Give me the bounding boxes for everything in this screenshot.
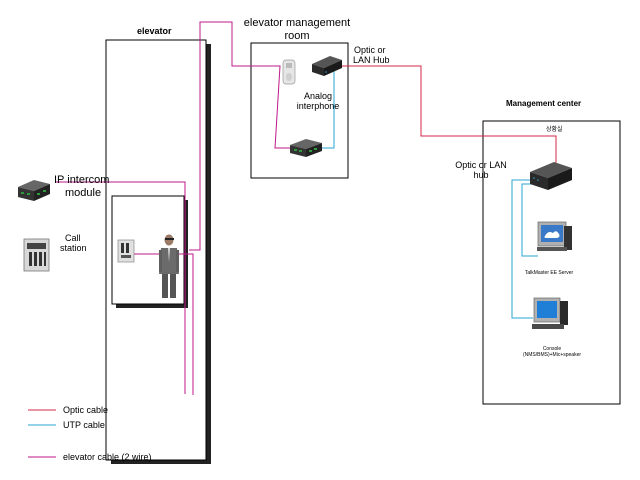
legend-elevator-cable-label: elevator cable (2 wire)	[63, 452, 152, 462]
elevator-title: elevator	[137, 26, 172, 36]
console-label-line2: (NMS/BMS)+Mic+speaker	[522, 351, 582, 358]
room-hub-label-line2: LAN Hub	[353, 55, 390, 66]
ip-intercom-label-line2: module	[65, 186, 102, 199]
management-room-title: elevator management room	[240, 17, 354, 42]
console-label-line1: Console	[542, 346, 562, 352]
center-hub-label: Optic or LAN hub	[450, 160, 512, 181]
management-center-tag: 상황실	[546, 127, 563, 133]
call-station-label-line2: station	[60, 243, 87, 254]
management-room-title-line2: room	[284, 29, 310, 42]
analog-interphone-icon	[282, 59, 296, 85]
management-room-title-line1: elevator management	[243, 17, 351, 29]
center-hub-icon	[530, 162, 572, 190]
analog-interphone-label: Analog interphone	[290, 91, 346, 112]
person-icon	[159, 234, 179, 298]
legend-optic-label: Optic cable	[63, 405, 109, 415]
call-station-label-line1: Call	[65, 233, 81, 243]
room-hub-label: Optic or LAN Hub	[353, 45, 390, 66]
legend-utp-label: UTP cable	[63, 420, 105, 430]
optic-cable	[337, 65, 557, 168]
management-center-title: Management center	[506, 99, 582, 108]
ip-intercom-module-icon	[18, 180, 50, 201]
analog-interphone-label-line2: interphone	[296, 101, 340, 112]
server-label: TalkMaster EE Server	[524, 270, 574, 276]
room-hub-label-line1: Optic or	[354, 45, 386, 55]
center-hub-label-line1: Optic or LAN	[455, 160, 507, 170]
ip-intercom-label: IP intercom module	[54, 174, 109, 199]
center-hub-label-line2: hub	[473, 170, 489, 181]
call-station-label: Call station	[60, 233, 87, 254]
car-call-station-icon	[117, 239, 135, 263]
ip-intercom-label-line1: IP intercom	[54, 174, 110, 186]
room-intercom-module-icon	[290, 139, 322, 157]
analog-interphone-label-line1: Analog	[303, 91, 333, 101]
call-station-icon	[23, 238, 50, 272]
server-computer-icon	[537, 221, 572, 251]
elevator-cable	[55, 21, 290, 395]
console-computer-icon	[532, 297, 568, 329]
room-hub-icon	[312, 56, 342, 76]
console-label: Console (NMS/BMS)+Mic+speaker	[506, 346, 598, 359]
